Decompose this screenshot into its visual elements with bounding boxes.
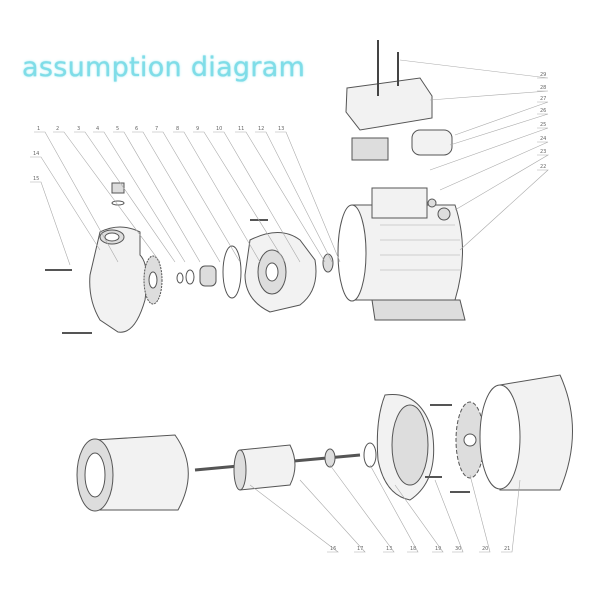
leader-line xyxy=(454,101,549,136)
callout-label: 11 xyxy=(238,126,244,132)
plug xyxy=(111,182,125,206)
callout-label: 1 xyxy=(37,126,40,132)
callout-label: 5 xyxy=(116,126,119,132)
callout-label: 9 xyxy=(196,126,199,132)
callout-label: 25 xyxy=(540,122,546,128)
impeller xyxy=(143,255,163,305)
callout-label: 12 xyxy=(258,126,264,132)
leader-line xyxy=(30,156,101,251)
leader-line xyxy=(501,479,521,553)
callout-label: 24 xyxy=(540,136,546,142)
leader-line xyxy=(249,484,339,553)
callout-label: 15 xyxy=(33,176,39,182)
leader-line xyxy=(454,154,550,211)
leader-line xyxy=(394,484,444,553)
callout-label: 20 xyxy=(482,546,488,552)
leader-line xyxy=(113,131,201,263)
callout-label: 30 xyxy=(455,546,461,552)
leader-line xyxy=(459,169,549,251)
leader-line xyxy=(34,131,119,263)
stator xyxy=(76,434,189,512)
callout-label: 3 xyxy=(77,126,80,132)
callout-label: 19 xyxy=(435,546,441,552)
leader-line xyxy=(53,131,161,263)
leader-line xyxy=(429,90,549,101)
callout-label: 6 xyxy=(135,126,138,132)
terminal-box-cover xyxy=(345,40,433,131)
diagram-title: assumption diagram xyxy=(22,52,306,83)
leader-line xyxy=(30,181,71,266)
callout-label: 22 xyxy=(540,164,546,170)
motor-housing xyxy=(337,187,466,321)
seal-parts xyxy=(176,245,242,299)
capacitor xyxy=(351,129,453,161)
callout-label: 14 xyxy=(33,151,39,157)
leader-line xyxy=(369,464,419,553)
callout-label: 28 xyxy=(540,85,546,91)
callout-label: 29 xyxy=(540,72,546,78)
leader-line xyxy=(193,131,286,263)
leader-line xyxy=(213,131,301,263)
leader-line xyxy=(449,113,549,146)
leader-line xyxy=(173,131,261,263)
leader-line xyxy=(439,141,549,191)
fan-cover xyxy=(479,374,573,491)
leader-line xyxy=(434,479,464,553)
fan xyxy=(455,401,485,479)
leader-line xyxy=(329,464,395,553)
callout-label: 27 xyxy=(540,96,546,102)
callout-label: 13 xyxy=(386,546,392,552)
callout-label: 10 xyxy=(216,126,222,132)
leader-line xyxy=(299,479,366,553)
callout-label: 7 xyxy=(155,126,158,132)
leader-line xyxy=(469,474,491,553)
leader-line xyxy=(275,131,341,263)
leader-line xyxy=(93,131,186,263)
callout-label: 17 xyxy=(357,546,363,552)
screws-lower xyxy=(425,404,470,493)
callout-label: 18 xyxy=(410,546,416,552)
callout-label: 8 xyxy=(176,126,179,132)
leader-line xyxy=(429,127,549,171)
bracket xyxy=(244,232,317,313)
leader-line xyxy=(152,131,241,263)
callout-label: 26 xyxy=(540,108,546,114)
pump-body xyxy=(89,226,148,333)
callout-label: 2 xyxy=(56,126,59,132)
leader-line xyxy=(235,131,326,263)
leader-line xyxy=(399,59,549,79)
callout-label: 13 xyxy=(278,126,284,132)
end-cover xyxy=(363,393,435,501)
rotor-shaft xyxy=(194,444,361,491)
leader-line xyxy=(74,131,176,263)
leader-line xyxy=(132,131,221,263)
leader-line xyxy=(255,131,333,263)
bearing xyxy=(322,253,334,273)
callout-label: 21 xyxy=(504,546,510,552)
callout-label: 16 xyxy=(330,546,336,552)
callout-label: 23 xyxy=(540,149,546,155)
callout-label: 4 xyxy=(96,126,99,132)
